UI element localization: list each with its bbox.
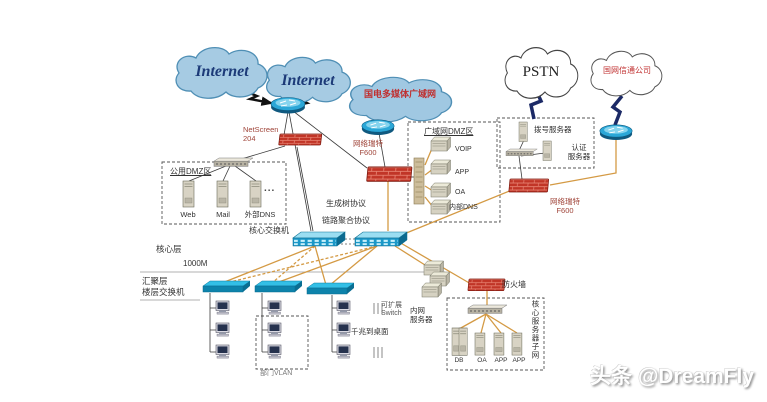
bandwidth-label: 1000M xyxy=(183,259,208,268)
server-app2-label: APP xyxy=(494,357,508,364)
server-app2-icon xyxy=(493,332,505,356)
intranet-server-label-line2: 服务器 xyxy=(410,315,433,324)
server-dialup-icon xyxy=(518,121,528,142)
server-ext-dns-label: 外部DNS xyxy=(244,210,276,219)
more-servers-dots: ... xyxy=(264,183,276,194)
firewall-f600-left-icon xyxy=(366,166,413,182)
internet-cloud-2-label: Internet xyxy=(281,72,335,89)
scalable-switch-label-line2: Switch xyxy=(381,310,402,318)
f600-left-label: 网络瑞特 F600 xyxy=(344,139,392,157)
router-sgcc-icon xyxy=(599,124,633,141)
pc-icon xyxy=(215,344,230,359)
router-media-wan-icon xyxy=(361,119,395,136)
server-mail-icon xyxy=(216,180,229,208)
server-oa2-icon xyxy=(474,332,486,356)
firewall-netscreen-icon xyxy=(278,133,323,146)
server-oa-label: OA xyxy=(455,189,466,196)
core-switch-trunk-links xyxy=(337,238,355,245)
server-oa-icon xyxy=(430,182,451,198)
intranet-server-label: 内网 服务器 xyxy=(410,306,433,324)
core-switch-label: 核心交换机 xyxy=(249,226,289,235)
f600-right-label-line1: 网络瑞特 xyxy=(550,197,580,206)
firewall-core-icon xyxy=(467,278,506,292)
netscreen-label: NetScreen 204 xyxy=(243,125,278,143)
core-server-zone-box xyxy=(446,297,545,371)
core-server-switch-icon xyxy=(467,304,508,314)
server-app3-label: APP xyxy=(512,357,526,364)
server-auth-icon xyxy=(542,140,552,161)
floor-switch-icon-3 xyxy=(306,282,355,295)
server-app3-icon xyxy=(511,332,523,356)
router-edge-icon xyxy=(270,97,306,114)
auth-server-label-line1: 认证 xyxy=(571,143,587,152)
scalable-switch-label: 可扩展 Switch xyxy=(381,302,402,319)
intranet-server-stack-icon-3 xyxy=(421,282,442,298)
wan-dmz-zone-box xyxy=(407,121,501,223)
floor-switch-label: 楼层交换机 xyxy=(142,287,185,297)
server-voip-label: VOIP xyxy=(455,146,472,153)
server-int-dns-icon xyxy=(430,199,451,215)
netscreen-label-line1: NetScreen xyxy=(243,125,279,134)
stp-label: 生成树协议 xyxy=(326,199,366,208)
intranet-server-label-line1: 内网 xyxy=(410,306,425,315)
dialup-zone-box xyxy=(496,117,595,169)
server-web-icon xyxy=(182,180,195,208)
pc-icon xyxy=(215,322,230,337)
pc-icon xyxy=(215,300,230,315)
server-db-icon-2 xyxy=(458,327,468,356)
internet-cloud-1-label: Internet xyxy=(195,63,249,80)
floor-switch-icon-1 xyxy=(202,280,251,293)
core-server-subnet-label: 核心服务器子网 xyxy=(531,300,540,360)
public-dmz-switch-icon xyxy=(213,157,254,167)
dialup-switch-icon xyxy=(505,148,538,157)
wan-dmz-switch-icon xyxy=(413,157,425,205)
f600-left-label-line2: F600 xyxy=(359,148,377,157)
pc-icon xyxy=(336,322,351,337)
server-web-label: Web xyxy=(180,210,196,219)
auth-server-label-line2: 服务器 xyxy=(567,152,591,161)
pstn-cloud-label: PSTN xyxy=(522,64,560,80)
gigabit-desktop-label: 千兆到桌面 xyxy=(351,327,389,336)
firewall-f600-right-icon xyxy=(508,178,550,193)
scalable-switch-label-line1: 可扩展 xyxy=(381,302,402,309)
firewall-label: 防火墙 xyxy=(502,280,526,289)
floor-switch-icon-2 xyxy=(254,280,303,293)
continuation-marks xyxy=(373,303,383,358)
dial-server-label: 拨号服务器 xyxy=(534,125,572,134)
core-switch-icon-1 xyxy=(292,231,346,247)
auth-server-label: 认证 服务器 xyxy=(564,143,594,161)
pc-icon xyxy=(267,344,282,359)
public-dmz-title: 公用DMZ区 xyxy=(170,167,212,176)
server-ext-dns-icon xyxy=(249,180,262,208)
media-wan-cloud-label: 国电多媒体广域网 xyxy=(363,89,436,99)
pc-icon xyxy=(267,300,282,315)
pc-icon xyxy=(336,344,351,359)
core-switch-icon-2 xyxy=(354,231,408,247)
f600-right-label-line2: F600 xyxy=(556,206,574,215)
server-mail-label: Mail xyxy=(216,210,230,219)
lacp-label: 链路聚合协议 xyxy=(322,216,370,225)
wan-dmz-title: 广域网DMZ区 xyxy=(424,127,474,136)
server-oa2-label: OA xyxy=(477,357,487,364)
workstation-icons xyxy=(215,300,351,359)
dept-vlan-box xyxy=(255,315,309,370)
f600-right-label: 网络瑞特 F600 xyxy=(541,197,589,215)
sgcc-cloud-label: 国网信通公司 xyxy=(603,66,651,75)
server-app-label: APP xyxy=(455,169,470,176)
watermark: 头条 @DreamFly xyxy=(590,365,755,388)
f600-left-label-line1: 网络瑞特 xyxy=(353,139,383,148)
pc-icon xyxy=(267,322,282,337)
server-db-label: DB xyxy=(454,357,464,364)
connection-lines-black xyxy=(188,110,546,353)
server-app-icon xyxy=(430,159,451,175)
server-int-dns-label: 内部DNS xyxy=(449,204,478,211)
dept-vlan-label: 部门VLAN xyxy=(260,370,293,377)
pc-icon xyxy=(336,300,351,315)
server-voip-icon xyxy=(430,136,451,152)
agg-layer-label: 汇聚层 xyxy=(142,276,168,286)
core-layer-label: 核心层 xyxy=(156,244,182,254)
netscreen-label-line2: 204 xyxy=(243,134,256,143)
layer-lines xyxy=(140,271,445,301)
